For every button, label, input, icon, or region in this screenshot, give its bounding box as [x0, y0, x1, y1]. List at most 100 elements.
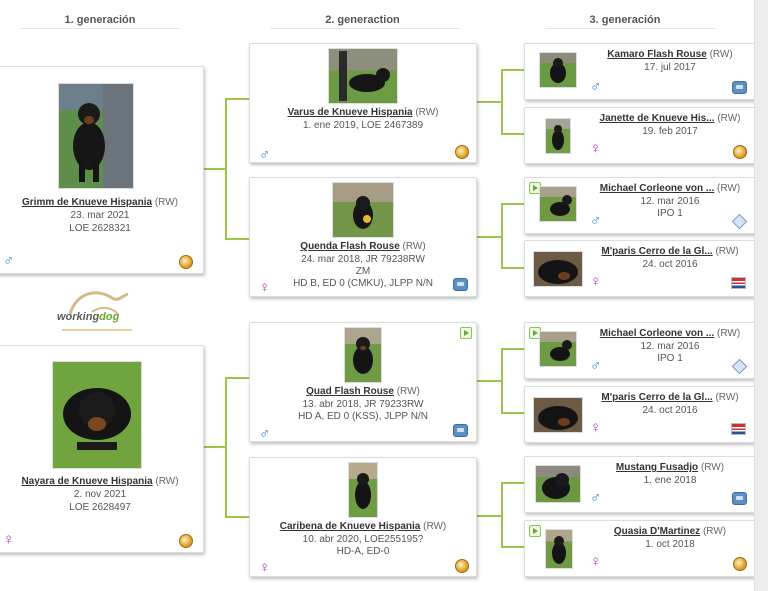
connector-line	[501, 69, 503, 135]
dog-details: 13. abr 2018, JR 79233RW	[302, 399, 424, 410]
connector-line	[477, 515, 501, 517]
dog-card-sire[interactable]: Grimm de Knueve Hispania (RW) 23. mar 20…	[0, 66, 204, 274]
dog-details: IPO 1	[657, 353, 683, 364]
working-dog-logo: workingdog	[52, 284, 142, 334]
dog-photo[interactable]	[535, 465, 581, 503]
dog-name[interactable]: Quasia D'Martinez (RW)	[613, 526, 727, 537]
medal-icon	[733, 557, 747, 571]
registration-number: LOE 2628321	[69, 223, 131, 234]
female-sex-icon: ♀	[590, 553, 602, 570]
dog-card-sire-dam[interactable]: Quenda Flash Rouse (RW) 24. mar 2018, JR…	[249, 177, 477, 297]
dog-card-dam[interactable]: Nayara de Knueve Hispania (RW) 2. nov 20…	[0, 345, 204, 553]
dog-photo[interactable]	[533, 397, 583, 433]
connector-line	[477, 236, 501, 238]
dog-name[interactable]: Michael Corleone von ... (RW)	[599, 183, 741, 194]
dog-photo[interactable]	[328, 48, 398, 104]
dog-card-gen3[interactable]: M'paris Cerro de la Gl... (RW) 24. oct 2…	[524, 386, 759, 443]
dog-photo[interactable]	[332, 182, 394, 238]
connector-line	[501, 203, 524, 205]
header-divider	[20, 28, 180, 29]
dog-details: 1. oct 2018	[645, 539, 695, 550]
birth-date: 2. nov 2021	[73, 489, 127, 500]
dog-photo[interactable]	[533, 251, 583, 287]
dog-card-gen3[interactable]: Janette de Knueve His... (RW) 19. feb 20…	[524, 107, 759, 164]
dog-name[interactable]: Caribena de Knueve Hispania (RW)	[279, 521, 447, 532]
dog-name[interactable]: Varus de Knueve Hispania (RW)	[287, 107, 439, 118]
dog-photo[interactable]	[348, 462, 378, 518]
dog-card-dam-dam[interactable]: Caribena de Knueve Hispania (RW) 10. abr…	[249, 457, 477, 577]
connector-line	[501, 203, 503, 269]
dog-name[interactable]: Michael Corleone von ... (RW)	[599, 328, 741, 339]
dog-photo[interactable]	[344, 327, 382, 383]
dog-card-gen3[interactable]: Michael Corleone von ... (RW) 12. mar 20…	[524, 177, 759, 234]
video-play-icon[interactable]	[529, 327, 541, 339]
dog-card-gen3[interactable]: M'paris Cerro de la Gl... (RW) 24. oct 2…	[524, 240, 759, 297]
dog-photo[interactable]	[539, 331, 577, 367]
medal-icon	[455, 145, 469, 159]
dog-photo[interactable]	[545, 118, 571, 154]
header-divider	[545, 28, 715, 29]
male-sex-icon: ♂	[590, 489, 602, 506]
connector-line	[477, 101, 501, 103]
medal-icon	[733, 145, 747, 159]
connector-line	[501, 482, 503, 548]
connector-line	[225, 98, 249, 100]
male-sex-icon: ♂	[590, 212, 602, 229]
connector-line	[501, 482, 524, 484]
dog-card-sire-sire[interactable]: Varus de Knueve Hispania (RW) 1. ene 201…	[249, 43, 477, 163]
dog-name[interactable]: M'paris Cerro de la Gl... (RW)	[601, 246, 739, 257]
dog-details: 12. mar 2016	[640, 341, 700, 352]
female-sex-icon: ♀	[590, 419, 602, 436]
dog-card-gen3[interactable]: Mustang Fusadjo (RW) 1. ene 2018 ♂	[524, 456, 759, 513]
flag-icon	[731, 423, 746, 435]
connector-line	[501, 69, 524, 71]
medal-icon	[179, 255, 193, 269]
connector-line	[203, 446, 225, 448]
female-sex-icon: ♀	[259, 559, 271, 576]
dog-details: 1. ene 2019, LOE 2467389	[302, 120, 424, 131]
dog-photo[interactable]	[58, 83, 134, 189]
connector-line	[203, 168, 225, 170]
registry-badge-icon	[732, 81, 747, 94]
dog-card-gen3[interactable]: Quasia D'Martinez (RW) 1. oct 2018 ♀	[524, 520, 759, 577]
flag-icon	[731, 277, 746, 289]
dog-card-gen3[interactable]: Michael Corleone von ... (RW) 12. mar 20…	[524, 322, 759, 379]
registry-badge-icon	[732, 492, 747, 505]
dog-name[interactable]: Mustang Fusadjo (RW)	[615, 462, 725, 473]
dog-name[interactable]: Grimm de Knueve Hispania (RW)	[22, 197, 178, 208]
dog-name[interactable]: Quenda Flash Rouse (RW)	[300, 241, 426, 252]
male-sex-icon: ♂	[3, 252, 15, 269]
female-sex-icon: ♀	[259, 279, 271, 296]
dog-details: 1. ene 2018	[643, 475, 697, 486]
birth-date: 23. mar 2021	[70, 210, 130, 221]
male-sex-icon: ♂	[259, 425, 271, 442]
dog-card-dam-sire[interactable]: Quad Flash Rouse (RW) 13. abr 2018, JR 7…	[249, 322, 477, 442]
dog-details: 24. oct 2016	[642, 405, 698, 416]
dog-name[interactable]: M'paris Cerro de la Gl... (RW)	[601, 392, 739, 403]
dog-photo[interactable]	[539, 52, 577, 88]
dog-card-gen3[interactable]: Kamaro Flash Rouse (RW) 17. jul 2017 ♂	[524, 43, 759, 100]
registry-badge-icon	[453, 278, 468, 291]
dog-name[interactable]: Nayara de Knueve Hispania (RW)	[21, 476, 179, 487]
dog-photo[interactable]	[52, 361, 142, 469]
video-play-icon[interactable]	[529, 182, 541, 194]
dog-details: HD-A, ED-0	[336, 546, 390, 557]
male-sex-icon: ♂	[259, 146, 271, 163]
dog-details: 19. feb 2017	[642, 126, 698, 137]
registration-number: LOE 2628497	[69, 502, 131, 513]
dog-name[interactable]: Quad Flash Rouse (RW)	[306, 386, 420, 397]
dog-photo[interactable]	[545, 529, 573, 569]
dog-name[interactable]: Janette de Knueve His... (RW)	[599, 113, 741, 124]
video-play-icon[interactable]	[529, 525, 541, 537]
dog-details: 10. abr 2020, LOE255195?	[302, 534, 424, 545]
connector-line	[225, 377, 249, 379]
scrollbar[interactable]	[754, 0, 768, 591]
dog-name[interactable]: Kamaro Flash Rouse (RW)	[607, 49, 733, 60]
dog-photo[interactable]	[539, 186, 577, 222]
logo-text: workingdog	[57, 311, 120, 323]
connector-line	[501, 546, 524, 548]
video-play-icon[interactable]	[460, 327, 472, 339]
male-sex-icon: ♂	[590, 357, 602, 374]
connector-line	[501, 133, 524, 135]
dog-details: HD A, ED 0 (KSS), JLPP N/N	[298, 411, 428, 422]
